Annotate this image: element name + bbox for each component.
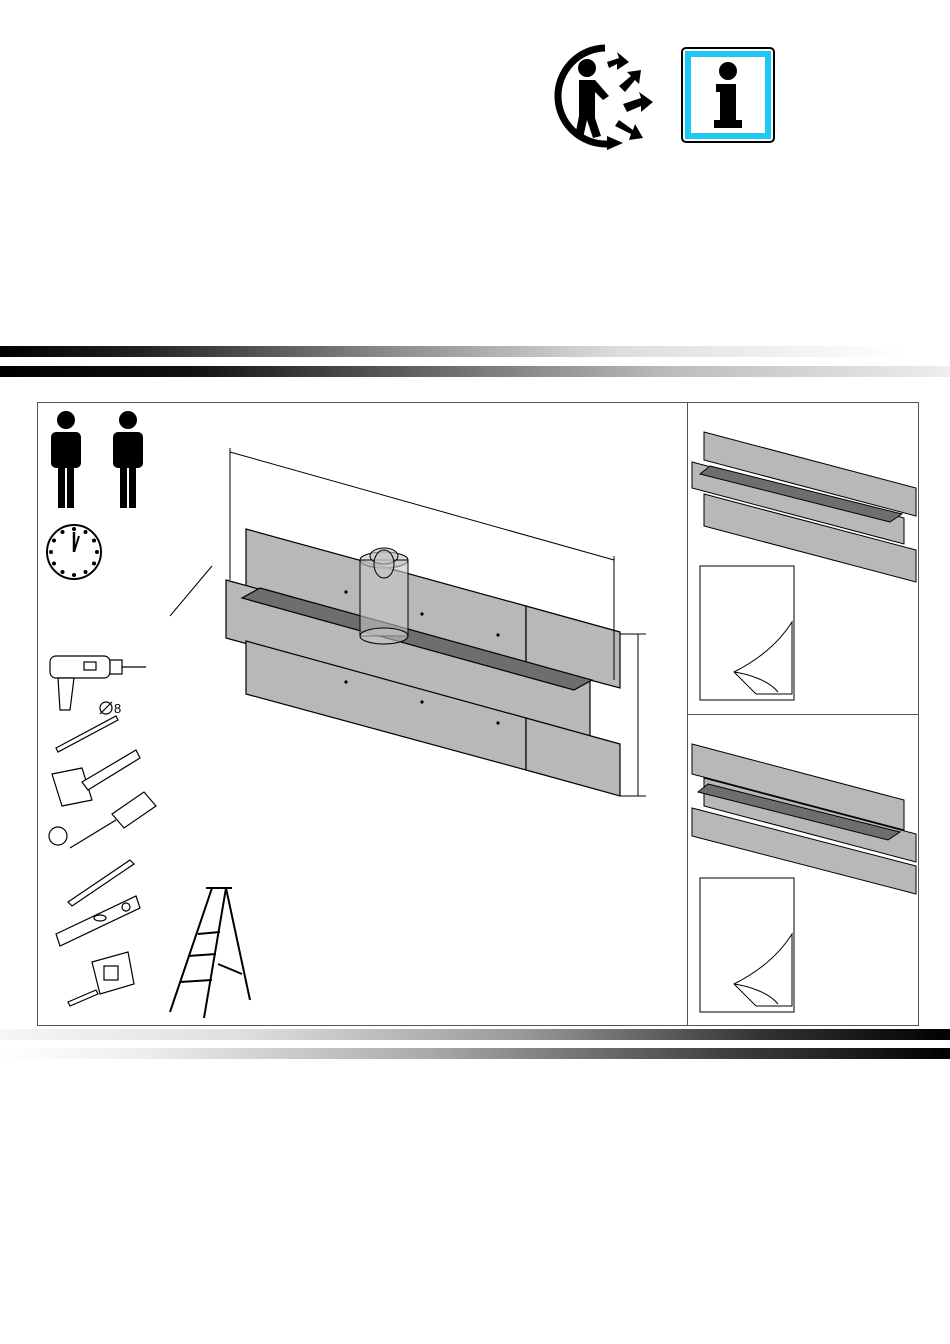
panel-divider-horizontal <box>687 714 919 715</box>
header-rule-2 <box>0 366 950 377</box>
ladder-icon <box>162 882 262 1022</box>
hammer-icon <box>52 750 140 806</box>
weight-object <box>360 548 408 644</box>
wallpaper-sheet-icon <box>698 564 798 704</box>
clock-icon <box>44 522 104 582</box>
info-icon <box>678 44 778 146</box>
pencil-icon <box>68 860 134 906</box>
tools-group: 8 <box>44 650 164 1020</box>
tape-measure-icon <box>68 952 134 1006</box>
wallpaper-sheet-icon <box>698 876 798 1016</box>
drill-bit-size-label: 8 <box>114 701 121 716</box>
two-persons-icon <box>44 408 154 512</box>
footer-rule-1 <box>0 1029 950 1040</box>
header-rule-1 <box>0 346 950 357</box>
footer-rule-2 <box>0 1048 950 1059</box>
recycle-icon <box>545 40 665 150</box>
spirit-level-icon <box>56 896 140 946</box>
variant-diagram-b <box>690 738 918 898</box>
wall-panel-diagram <box>160 440 670 810</box>
drill-icon <box>50 656 146 710</box>
